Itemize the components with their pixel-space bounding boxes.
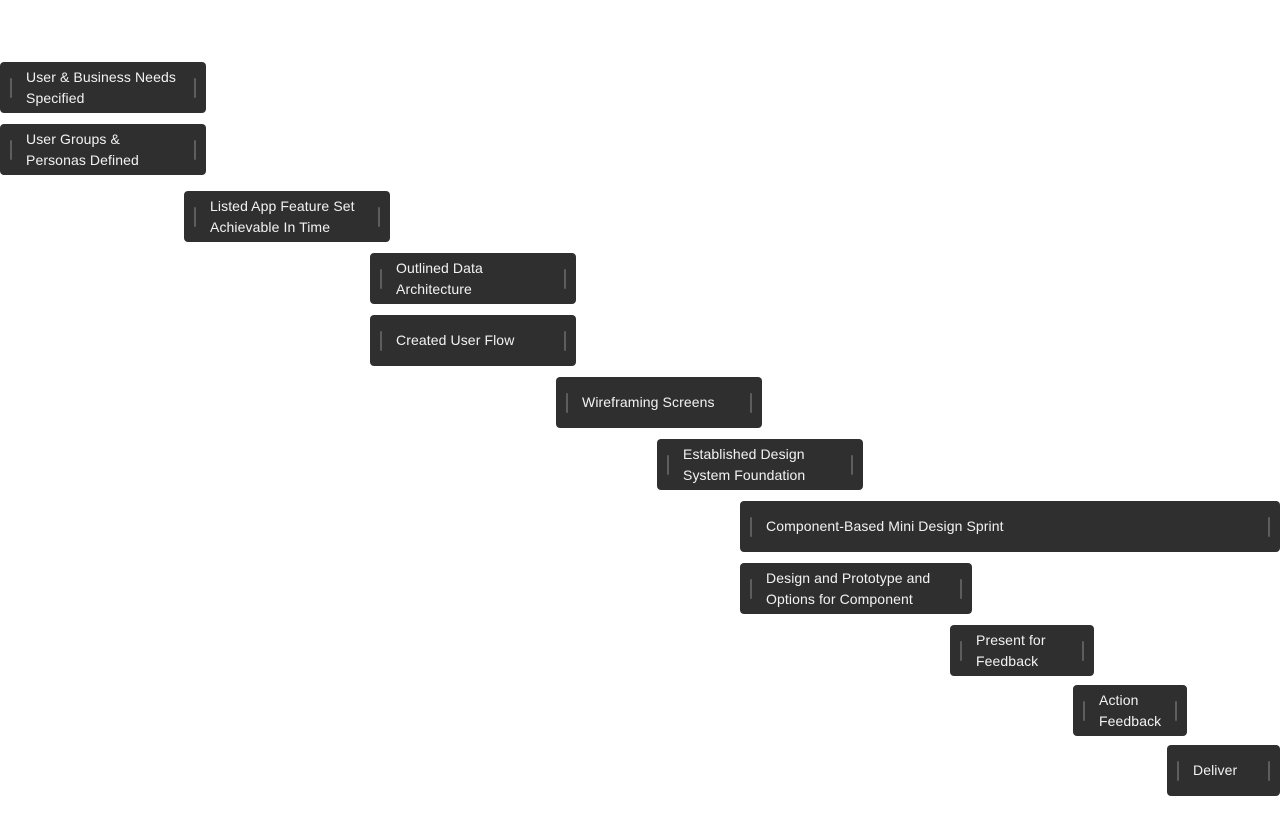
resize-handle-right[interactable]: [378, 206, 380, 227]
resize-handle-right[interactable]: [1268, 516, 1270, 537]
resize-handle-left[interactable]: [10, 77, 12, 98]
resize-handle-left[interactable]: [194, 206, 196, 227]
resize-handle-right[interactable]: [1268, 760, 1270, 781]
resize-handle-right[interactable]: [750, 392, 752, 413]
task-label: Deliver: [1193, 762, 1238, 778]
task-label: Component-Based Mini Design Sprint: [766, 518, 1004, 534]
resize-handle-left[interactable]: [10, 139, 12, 160]
resize-handle-right[interactable]: [564, 330, 566, 351]
task-label: Wireframing Screens: [582, 394, 715, 410]
task-bar-present-feedback[interactable]: Present for Feedback: [950, 625, 1094, 676]
resize-handle-left[interactable]: [750, 578, 752, 599]
resize-handle-left[interactable]: [667, 454, 669, 475]
task-label: Action Feedback: [1099, 691, 1162, 729]
resize-handle-left[interactable]: [1177, 760, 1179, 781]
task-bar-data-architecture[interactable]: Outlined Data Architecture: [370, 253, 576, 304]
task-bar-prototype-options[interactable]: Design and Prototype and Options for Com…: [740, 563, 972, 614]
resize-handle-right[interactable]: [194, 77, 196, 98]
task-label: User & Business Needs Specified: [26, 68, 176, 106]
resize-handle-right[interactable]: [851, 454, 853, 475]
resize-handle-right[interactable]: [564, 268, 566, 289]
task-label: User Groups & Personas Defined: [26, 130, 139, 168]
task-label: Listed App Feature Set Achievable In Tim…: [210, 197, 355, 235]
resize-handle-left[interactable]: [960, 640, 962, 661]
resize-handle-left[interactable]: [380, 330, 382, 351]
task-label: Outlined Data Architecture: [396, 259, 483, 297]
resize-handle-right[interactable]: [1175, 700, 1177, 721]
resize-handle-left[interactable]: [380, 268, 382, 289]
resize-handle-right[interactable]: [960, 578, 962, 599]
resize-handle-right[interactable]: [1082, 640, 1084, 661]
resize-handle-left[interactable]: [566, 392, 568, 413]
task-bar-design-sprint[interactable]: Component-Based Mini Design Sprint: [740, 501, 1280, 552]
resize-handle-left[interactable]: [1083, 700, 1085, 721]
task-bar-user-business-needs[interactable]: User & Business Needs Specified: [0, 62, 206, 113]
task-bar-action-feedback[interactable]: Action Feedback: [1073, 685, 1187, 736]
resize-handle-left[interactable]: [750, 516, 752, 537]
task-bar-user-groups-personas[interactable]: User Groups & Personas Defined: [0, 124, 206, 175]
task-label: Design and Prototype and Options for Com…: [766, 569, 931, 607]
task-bar-feature-set[interactable]: Listed App Feature Set Achievable In Tim…: [184, 191, 390, 242]
task-bar-deliver[interactable]: Deliver: [1167, 745, 1280, 796]
resize-handle-right[interactable]: [194, 139, 196, 160]
task-label: Created User Flow: [396, 332, 515, 348]
task-bar-wireframing[interactable]: Wireframing Screens: [556, 377, 762, 428]
task-label: Present for Feedback: [976, 631, 1046, 669]
task-bar-design-system[interactable]: Established Design System Foundation: [657, 439, 863, 490]
task-bar-user-flow[interactable]: Created User Flow: [370, 315, 576, 366]
task-label: Established Design System Foundation: [683, 445, 806, 483]
